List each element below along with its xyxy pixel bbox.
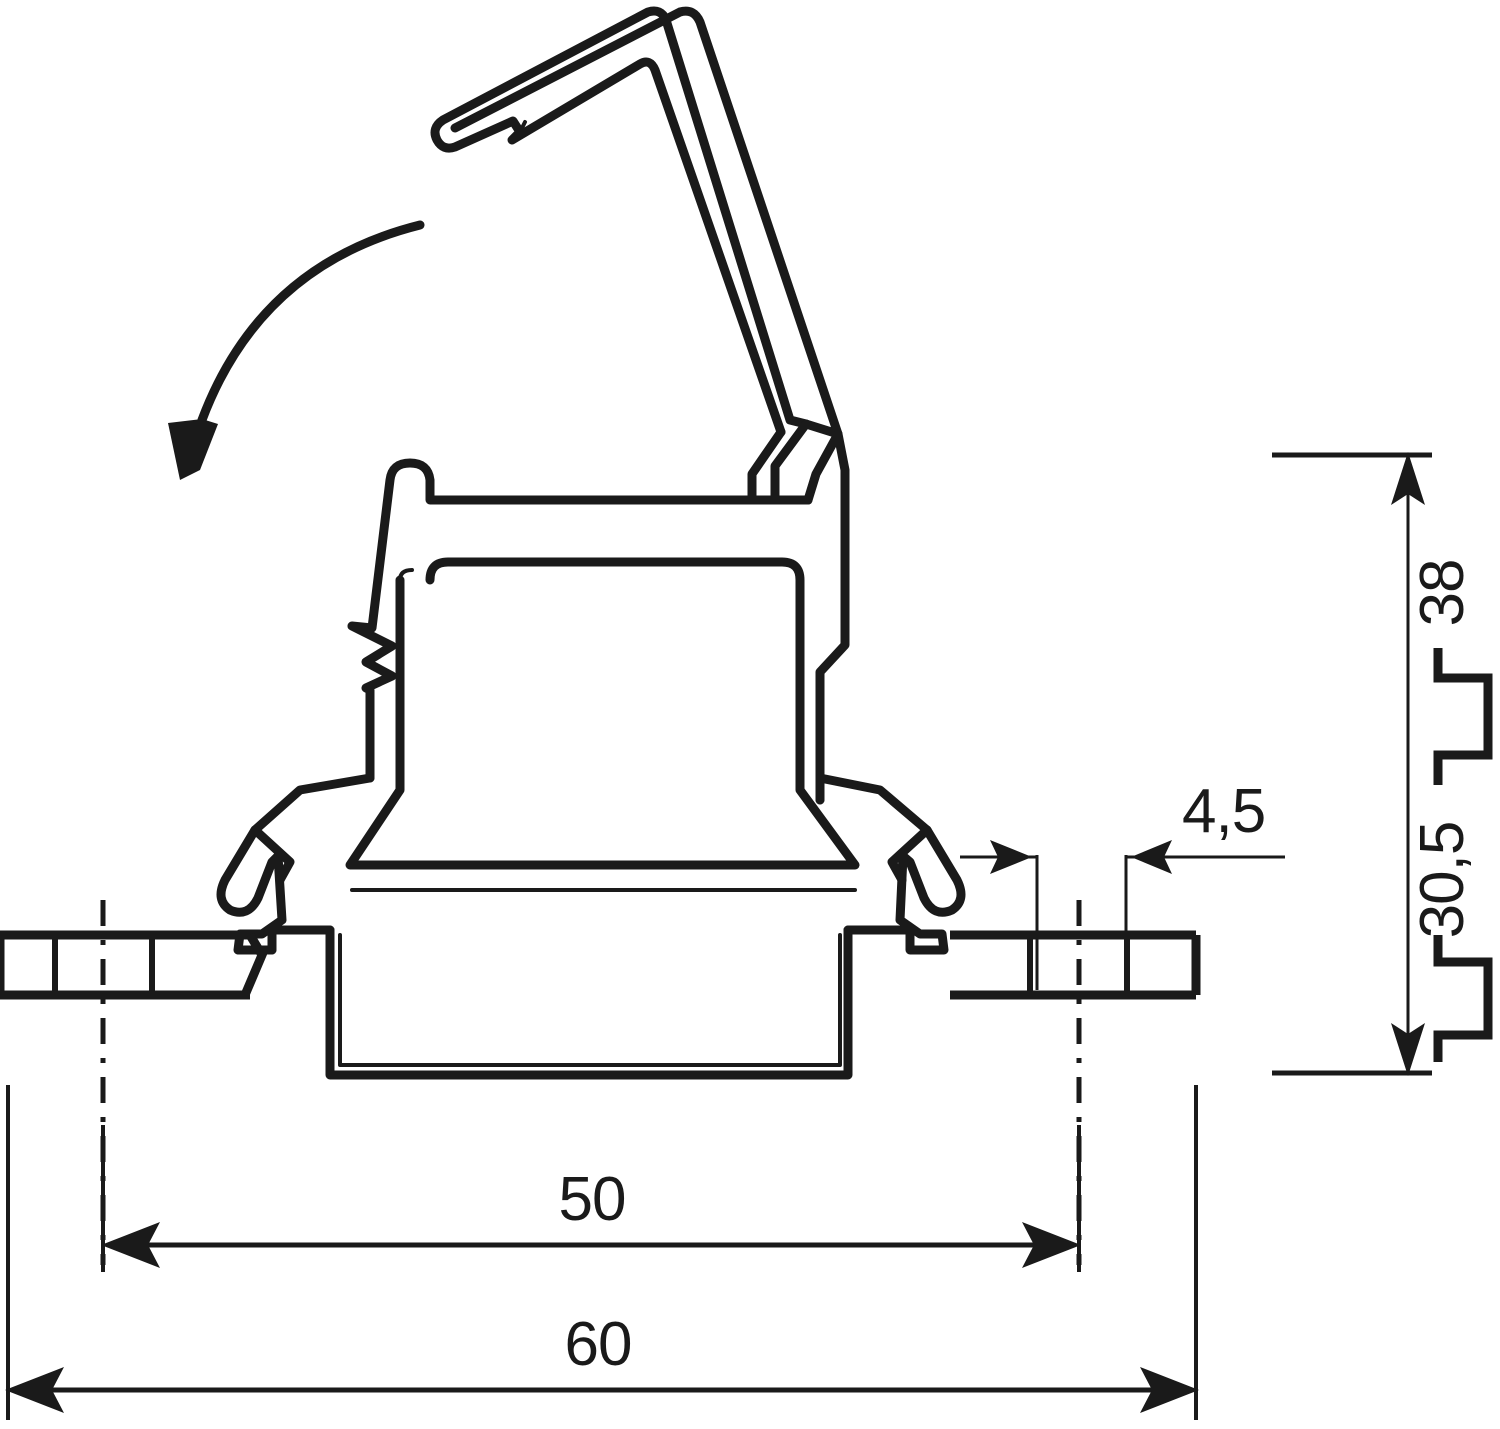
- din-rail-left: [0, 930, 268, 1000]
- bracket-glyph-lower: [1433, 935, 1493, 1062]
- dimension-60: 60: [5, 1085, 1199, 1420]
- dimension-label-38: 38: [1408, 560, 1477, 627]
- dimension-label-50: 50: [559, 1165, 626, 1234]
- terminal-body: [216, 458, 966, 1080]
- bracket-glyph-upper: [1433, 648, 1493, 785]
- dimension-label-4-5: 4,5: [1182, 777, 1265, 846]
- dimension-label-60: 60: [565, 1310, 632, 1379]
- dimension-label-30-5: 30,5: [1408, 822, 1477, 939]
- dimension-50: 50: [101, 1125, 1081, 1272]
- dimension-4-5: 4,5: [960, 777, 1285, 990]
- dimension-vertical-group: 38 30,5: [1272, 452, 1493, 1076]
- din-rail-right: [950, 930, 1201, 1000]
- curved-rotation-arrow: [168, 220, 425, 480]
- hinged-lever: [430, 6, 843, 439]
